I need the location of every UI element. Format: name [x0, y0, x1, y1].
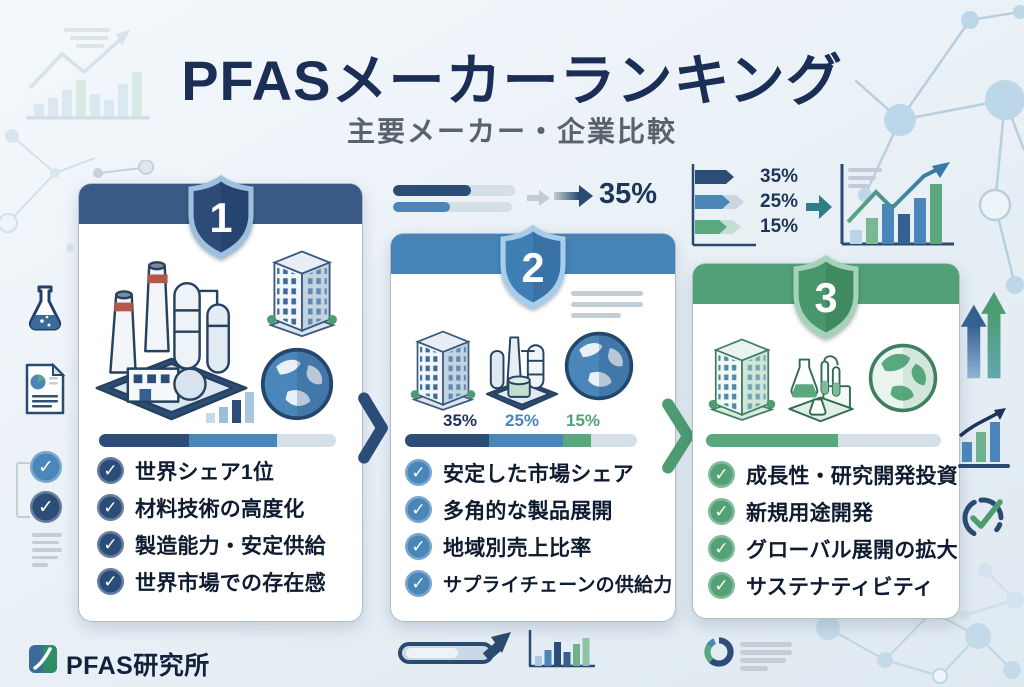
svg-text:1: 1	[209, 194, 232, 241]
growth-percent-label: 35%	[599, 178, 658, 210]
svg-text:3: 3	[814, 274, 837, 321]
check-circle-blue-icon: ✓	[30, 451, 62, 483]
placeholder-text-lines-left	[32, 533, 62, 567]
rank-label-3: 15%	[760, 216, 799, 237]
check-icon: ✓	[97, 457, 124, 484]
rank-2-shield-badge: 2	[496, 220, 570, 314]
progress-arrow-decoration	[398, 632, 511, 664]
gray-arrow-icon	[527, 190, 550, 206]
check-icon: ✓	[708, 498, 735, 525]
card-3-progress-bar	[706, 434, 941, 447]
check-item: ✓サステナティビティ	[708, 571, 958, 600]
chevron-right-green-icon	[662, 398, 694, 474]
molecule-decoration-right-mid	[960, 563, 1024, 620]
navy-arrow-icon	[554, 185, 593, 207]
check-item: ✓安定した市場シェア	[405, 458, 672, 487]
chemical-plant-illustration	[485, 336, 559, 411]
globe-illustration	[260, 347, 334, 421]
check-item: ✓グローバル展開の拡大	[708, 534, 958, 563]
rank-card-2: 2	[390, 224, 676, 622]
svg-text:2: 2	[521, 244, 544, 291]
brand-logo-icon	[29, 645, 57, 673]
green-globe-illustration	[868, 343, 938, 413]
check-icon: ✓	[405, 570, 432, 597]
share-label-1: 35%	[443, 411, 478, 430]
progress-track-2	[393, 202, 512, 212]
faint-growth-chart-decoration	[26, 28, 150, 120]
growth-arrows-icon	[960, 291, 1006, 379]
bracket-decoration	[16, 462, 30, 518]
check-icon: ✓	[708, 572, 735, 599]
rank-1-shield-badge: 1	[184, 170, 258, 264]
growth-indicator-decoration: 35%	[385, 178, 660, 220]
card-1-progress-bar	[99, 434, 336, 447]
factory-illustration	[95, 261, 248, 421]
mini-bar-chart-decoration	[528, 630, 595, 668]
ranking-bars-chart	[691, 164, 756, 247]
share-label-3: 15%	[566, 411, 601, 430]
molecule-decoration-top-right	[855, 5, 1024, 294]
bar-chart-growth-icon	[958, 408, 1010, 468]
placeholder-text-lines	[571, 291, 646, 318]
office-building-illustration	[267, 250, 337, 338]
progress-check-circle-icon	[962, 497, 1004, 539]
mini-bar-chart-icon	[206, 392, 254, 423]
check-icon: ✓	[97, 494, 124, 521]
rank-card-3: 3	[692, 254, 960, 619]
trend-bar-chart-decoration	[840, 162, 954, 246]
molecule-dots-decoration	[93, 160, 154, 178]
rank-card-1: 1	[78, 174, 363, 622]
check-item: ✓世界シェア1位	[97, 456, 326, 485]
check-item: ✓地域別売上比率	[405, 532, 672, 561]
progress-track-1	[393, 185, 515, 196]
rank-label-1: 35%	[760, 166, 799, 187]
check-item: ✓成長性・研究開発投資	[708, 460, 958, 489]
card-1-checklist: ✓世界シェア1位 ✓材料技術の高度化 ✓製造能力・安定供給 ✓世界市場での存在感	[97, 456, 326, 604]
flask-icon	[28, 285, 62, 331]
rank-3-shield-badge: 3	[789, 250, 863, 344]
check-item: ✓サプライチェーンの供給力	[405, 569, 672, 598]
check-icon: ✓	[405, 533, 432, 560]
globe-illustration	[564, 331, 634, 401]
green-building-illustration	[708, 338, 776, 421]
check-icon: ✓	[97, 531, 124, 558]
check-item: ✓多角的な製品展開	[405, 495, 672, 524]
report-document-icon	[25, 362, 66, 415]
card-2-progress-bar	[405, 434, 637, 447]
check-item: ✓製造能力・安定供給	[97, 530, 326, 559]
teal-arrow-icon	[806, 195, 832, 219]
check-icon: ✓	[405, 459, 432, 486]
page-title: PFASメーカーランキング	[181, 49, 843, 112]
check-icon: ✓	[708, 461, 735, 488]
donut-chart-icon	[704, 637, 734, 667]
check-item: ✓世界市場での存在感	[97, 567, 326, 596]
check-circle-navy-icon: ✓	[30, 491, 62, 523]
check-item: ✓材料技術の高度化	[97, 493, 326, 522]
chevron-right-navy-icon	[358, 392, 388, 464]
rank-label-2: 25%	[760, 191, 799, 212]
page-subtitle: 主要メーカー・企業比較	[346, 116, 677, 147]
placeholder-text-lines-bottom	[740, 642, 792, 671]
lab-flasks-illustration	[788, 355, 854, 423]
brand-name: PFAS研究所	[66, 652, 210, 680]
check-icon: ✓	[405, 496, 432, 523]
card-3-checklist: ✓成長性・研究開発投資 ✓新規用途開発 ✓グローバル展開の拡大 ✓サステナティビ…	[708, 460, 958, 608]
check-item: ✓新規用途開発	[708, 497, 958, 526]
check-icon: ✓	[97, 568, 124, 595]
card-2-checklist: ✓安定した市場シェア ✓多角的な製品展開 ✓地域別売上比率 ✓サプライチェーンの…	[405, 458, 672, 606]
check-icon: ✓	[708, 535, 735, 562]
share-ranking-decoration: 35% 25% 15%	[688, 162, 806, 250]
office-building-illustration	[410, 330, 476, 411]
molecule-decoration-left	[0, 129, 95, 252]
share-label-2: 25%	[505, 411, 540, 430]
